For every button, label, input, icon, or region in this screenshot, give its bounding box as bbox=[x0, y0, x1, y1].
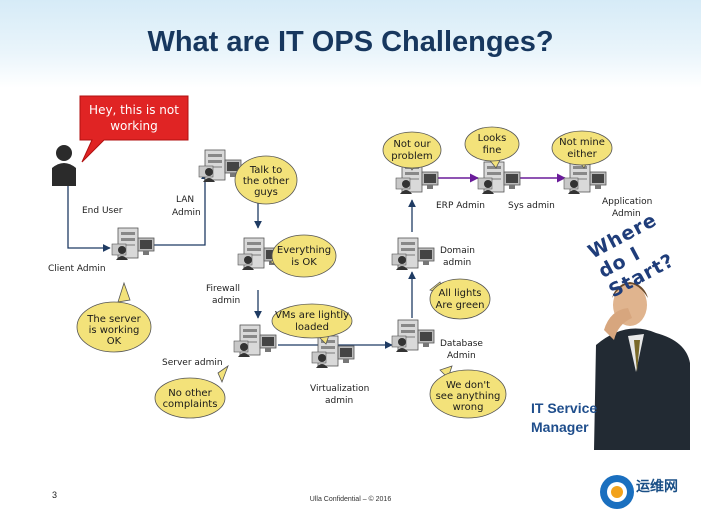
svg-text:fine: fine bbox=[483, 145, 502, 156]
bubble-lan: Talk to the other guys bbox=[234, 155, 298, 205]
slide-title: What are IT OPS Challenges? bbox=[147, 26, 554, 58]
bubble-firewall: Everything is OK bbox=[269, 234, 337, 278]
bubble-erp: Not our problem bbox=[382, 131, 442, 171]
virtualization-admin-server-icon bbox=[311, 335, 355, 369]
bubble-domain: All lights Are green bbox=[429, 278, 491, 320]
logo-text: 运维网 bbox=[636, 478, 678, 494]
bubble-virtualization: VMs are lightly loaded bbox=[271, 303, 353, 345]
svg-text:loaded: loaded bbox=[295, 322, 329, 333]
site-logo bbox=[600, 475, 634, 509]
svg-text:the other: the other bbox=[243, 176, 290, 187]
svg-text:OK: OK bbox=[107, 336, 122, 347]
callout-line2: working bbox=[110, 119, 158, 133]
label-server-admin: Server admin bbox=[162, 358, 223, 368]
svg-text:The server: The server bbox=[86, 314, 141, 325]
svg-text:Not mine: Not mine bbox=[559, 137, 605, 148]
label-end-user: End User bbox=[82, 206, 123, 216]
database-admin-server-icon bbox=[391, 319, 435, 353]
label-application-2: Admin bbox=[612, 209, 641, 219]
svg-text:problem: problem bbox=[391, 151, 432, 162]
svg-text:We don't: We don't bbox=[446, 380, 490, 391]
callout-line1: Hey, this is not bbox=[89, 103, 179, 117]
label-sys-admin: Sys admin bbox=[508, 201, 555, 211]
node-labels: End User Client Admin LAN Admin Firewall… bbox=[48, 195, 652, 406]
bubble-app: Not mine either bbox=[551, 130, 613, 169]
svg-text:All lights: All lights bbox=[439, 288, 482, 299]
svg-text:Talk to: Talk to bbox=[249, 165, 282, 176]
svg-text:Not our: Not our bbox=[393, 139, 431, 150]
svg-text:guys: guys bbox=[254, 187, 278, 198]
svg-text:complaints: complaints bbox=[163, 399, 218, 410]
label-database-2: Admin bbox=[447, 351, 476, 361]
stressed-manager-icon bbox=[594, 282, 690, 450]
label-domain-2: admin bbox=[443, 258, 471, 268]
domain-admin-server-icon bbox=[391, 237, 435, 271]
client-admin-server-icon bbox=[111, 227, 155, 261]
lan-admin-server-icon bbox=[198, 149, 242, 183]
bubble-sys: Looks fine bbox=[464, 126, 520, 169]
svg-text:Are green: Are green bbox=[436, 300, 485, 311]
svg-text:Everything: Everything bbox=[277, 245, 331, 256]
sys-admin-server-icon bbox=[477, 161, 521, 195]
label-domain-1: Domain bbox=[440, 246, 475, 256]
complaint-callout: Hey, this is not working bbox=[79, 95, 189, 163]
svg-text:wrong: wrong bbox=[453, 402, 484, 413]
connectors bbox=[67, 171, 416, 349]
svg-text:either: either bbox=[567, 149, 597, 160]
label-lan-admin-1: LAN bbox=[176, 195, 194, 205]
label-lan-admin-2: Admin bbox=[172, 208, 201, 218]
label-client-admin: Client Admin bbox=[48, 264, 106, 274]
label-virtualization-1: Virtualization bbox=[310, 384, 369, 394]
bubble-client: The server is working OK bbox=[76, 281, 152, 353]
svg-text:is OK: is OK bbox=[291, 257, 317, 268]
label-virtualization-2: admin bbox=[325, 396, 353, 406]
svg-text:VMs are lightly: VMs are lightly bbox=[275, 310, 349, 321]
svg-text:is working: is working bbox=[89, 325, 140, 336]
itsm-line2: Manager bbox=[531, 419, 589, 435]
svg-text:see anything: see anything bbox=[436, 391, 501, 402]
label-firewall-2: admin bbox=[212, 296, 240, 306]
svg-text:Looks: Looks bbox=[478, 133, 507, 144]
title-band bbox=[0, 0, 701, 88]
itsm-line1: IT Service bbox=[531, 400, 598, 416]
end-user-icon bbox=[52, 145, 76, 186]
server-admin-server-icon bbox=[233, 324, 277, 358]
label-database-1: Database bbox=[440, 339, 483, 349]
page-number: 3 bbox=[52, 490, 58, 500]
footer-text: Ulla Confidential – © 2016 bbox=[309, 496, 392, 503]
it-service-manager-label: IT Service Manager bbox=[531, 399, 651, 437]
label-erp-admin: ERP Admin bbox=[436, 201, 485, 211]
label-application-1: Application bbox=[602, 197, 652, 207]
label-firewall-1: Firewall bbox=[206, 284, 240, 294]
bubble-database: We don't see anything wrong bbox=[429, 365, 507, 419]
bubble-server: No other complaints bbox=[154, 364, 229, 419]
svg-text:No other: No other bbox=[168, 388, 212, 399]
